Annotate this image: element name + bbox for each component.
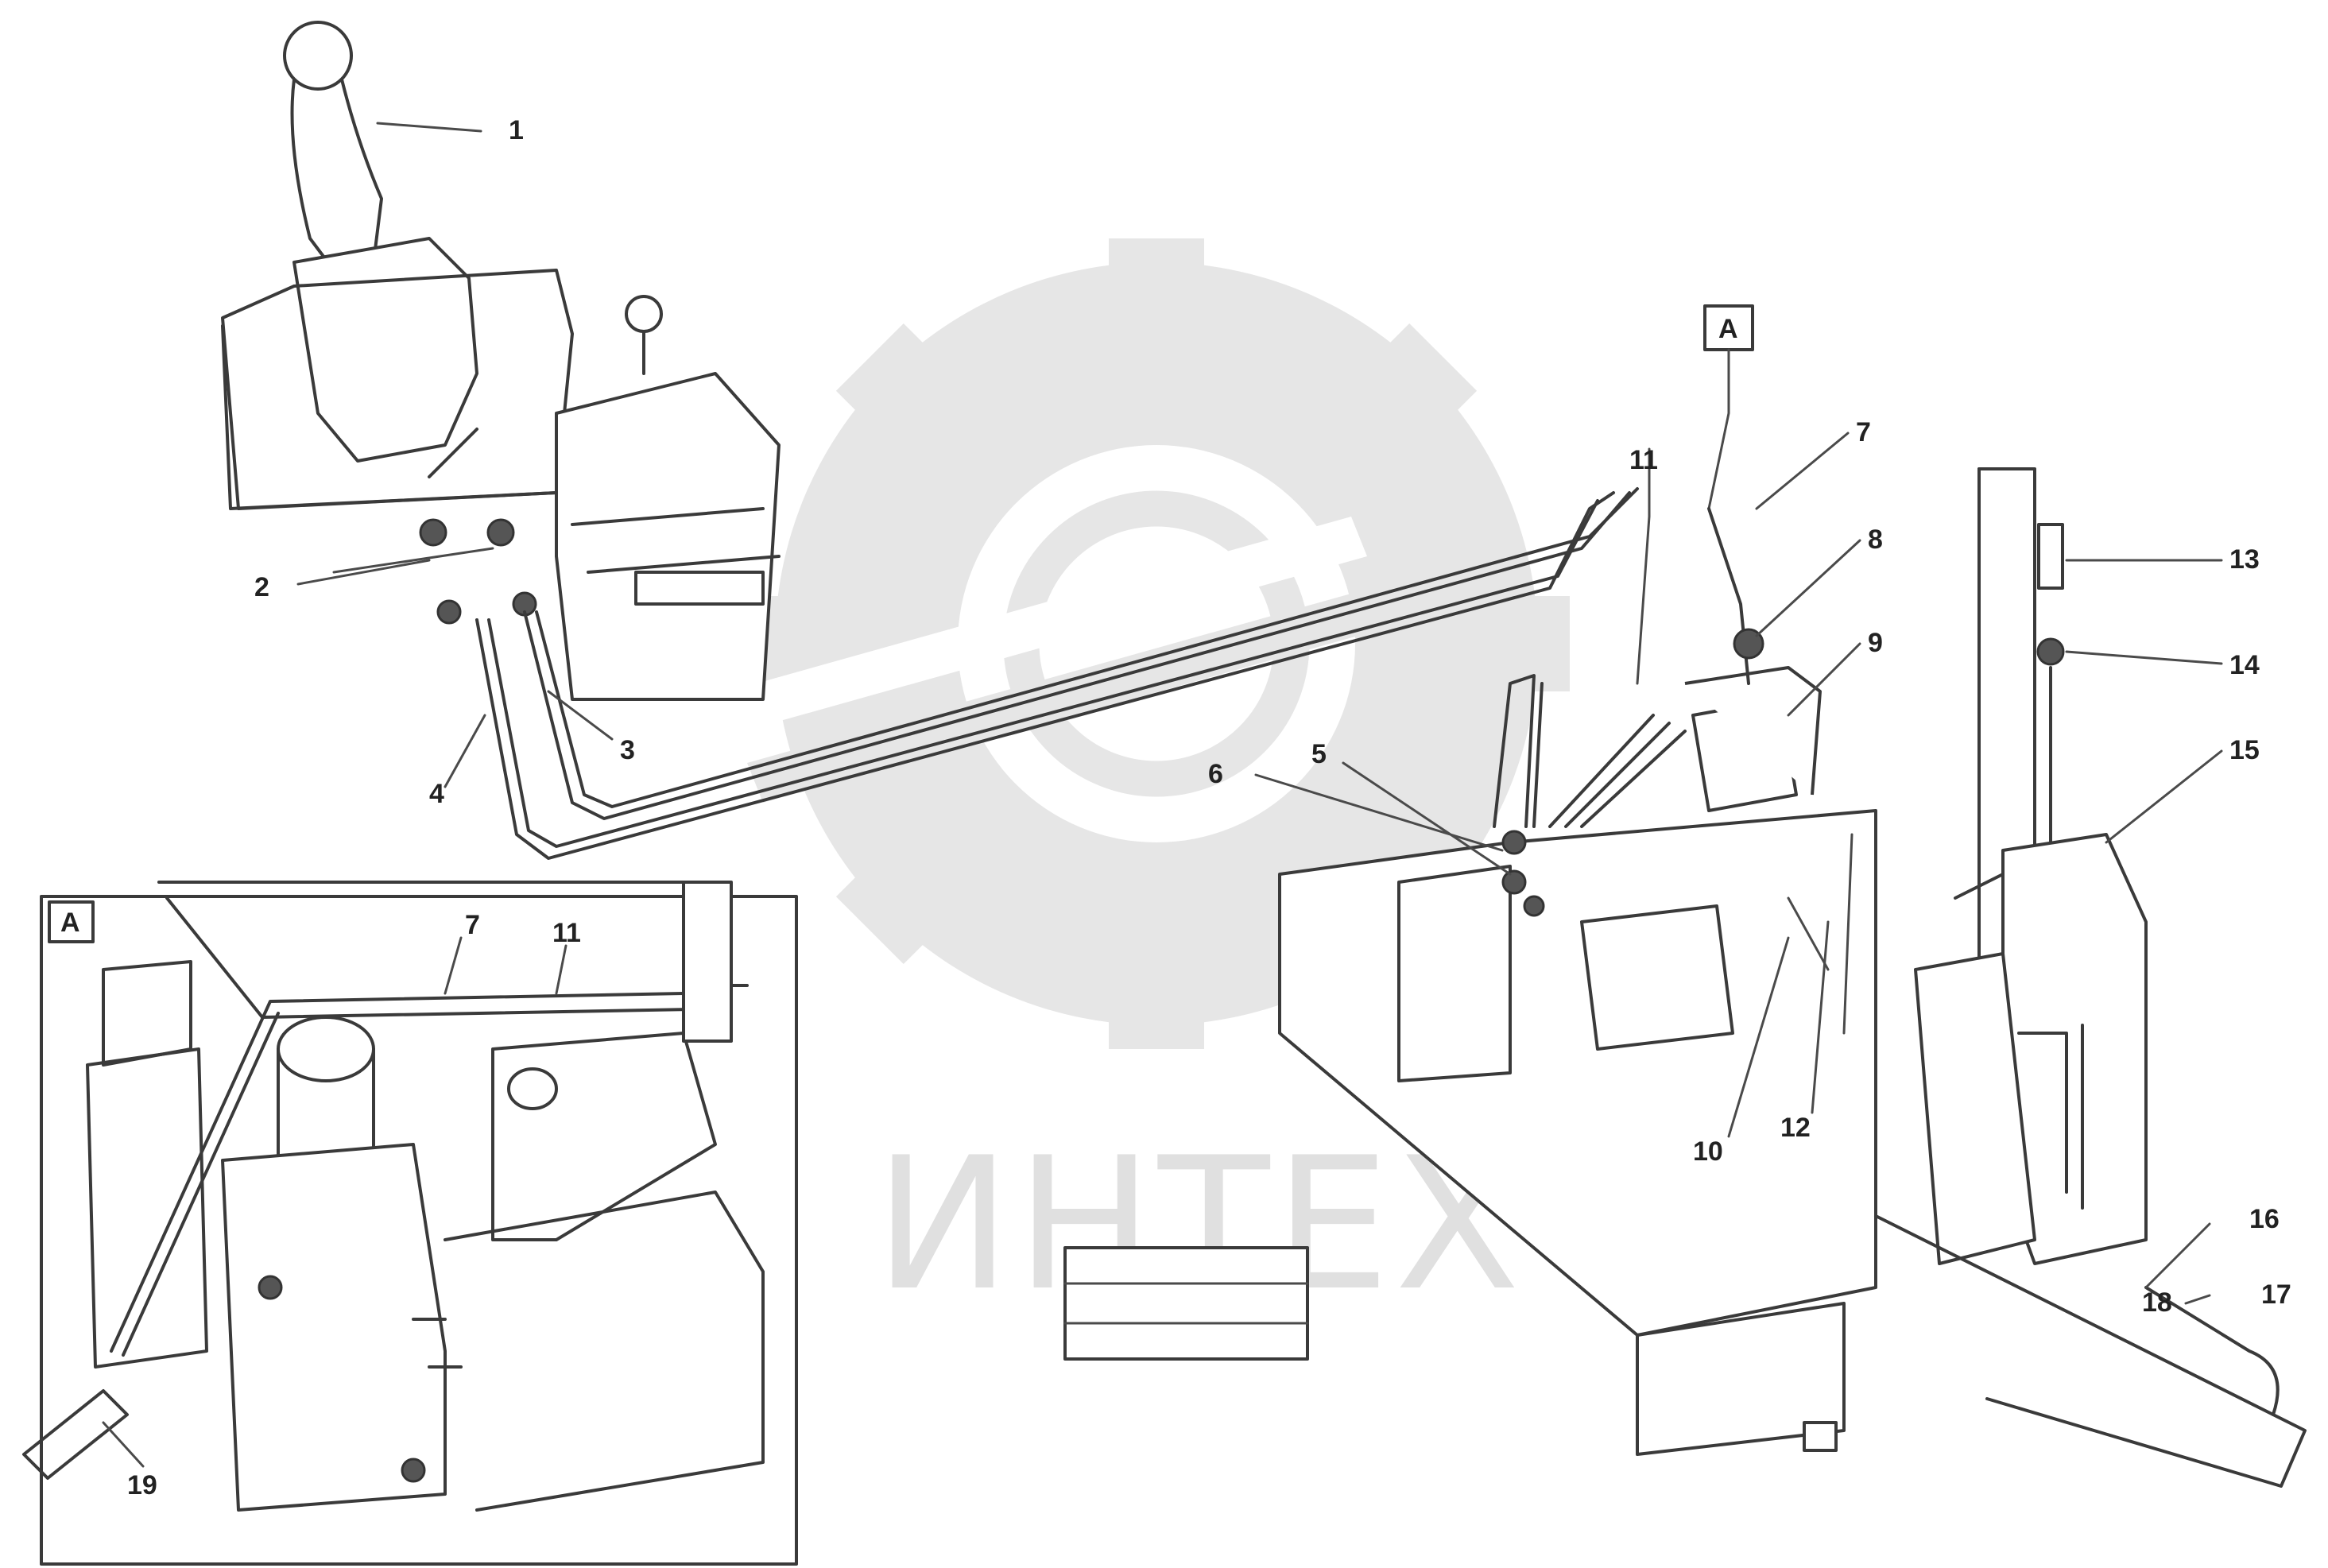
callout-7: 7 [1856, 417, 1871, 447]
callout-5: 5 [1311, 739, 1327, 769]
callout-15: 15 [2229, 735, 2260, 765]
callout-8: 8 [1868, 525, 1883, 555]
callout-2: 2 [254, 572, 269, 602]
watermark-gear [699, 238, 1570, 1049]
callout-13: 13 [2229, 544, 2260, 575]
callout-11-inset: 11 [552, 918, 581, 948]
inset-a-label: A [60, 908, 80, 938]
callout-17: 17 [2261, 1280, 2291, 1310]
callout-3: 3 [620, 735, 635, 765]
callout-16: 16 [2249, 1204, 2280, 1234]
inset-view-a: A [22, 881, 798, 1566]
callout-9: 9 [1868, 628, 1883, 658]
callout-18: 18 [2142, 1287, 2172, 1318]
callout-6: 6 [1208, 759, 1223, 789]
control-lever [221, 21, 574, 625]
callout-1: 1 [509, 115, 524, 145]
detail-a-label: A [1718, 314, 1738, 344]
reference-stamp [1063, 1246, 1309, 1361]
main-valve-block [1278, 507, 1877, 1456]
leader-lines [102, 122, 2223, 1468]
callout-4: 4 [429, 779, 444, 809]
callout-11: 11 [1629, 445, 1658, 475]
callout-labels: 1 2 3 4 5 6 7 8 9 10 11 12 13 14 15 16 1… [127, 115, 2291, 1500]
detail-a-marker: A [1703, 304, 1754, 510]
callout-7-inset: 7 [465, 910, 480, 940]
hose-lines [475, 487, 1639, 860]
callout-12: 12 [1780, 1113, 1811, 1143]
callout-10: 10 [1693, 1136, 1723, 1167]
callout-14: 14 [2229, 650, 2260, 680]
callout-19: 19 [127, 1470, 157, 1500]
secondary-valve [1874, 467, 2307, 1488]
auxiliary-console [555, 295, 781, 701]
